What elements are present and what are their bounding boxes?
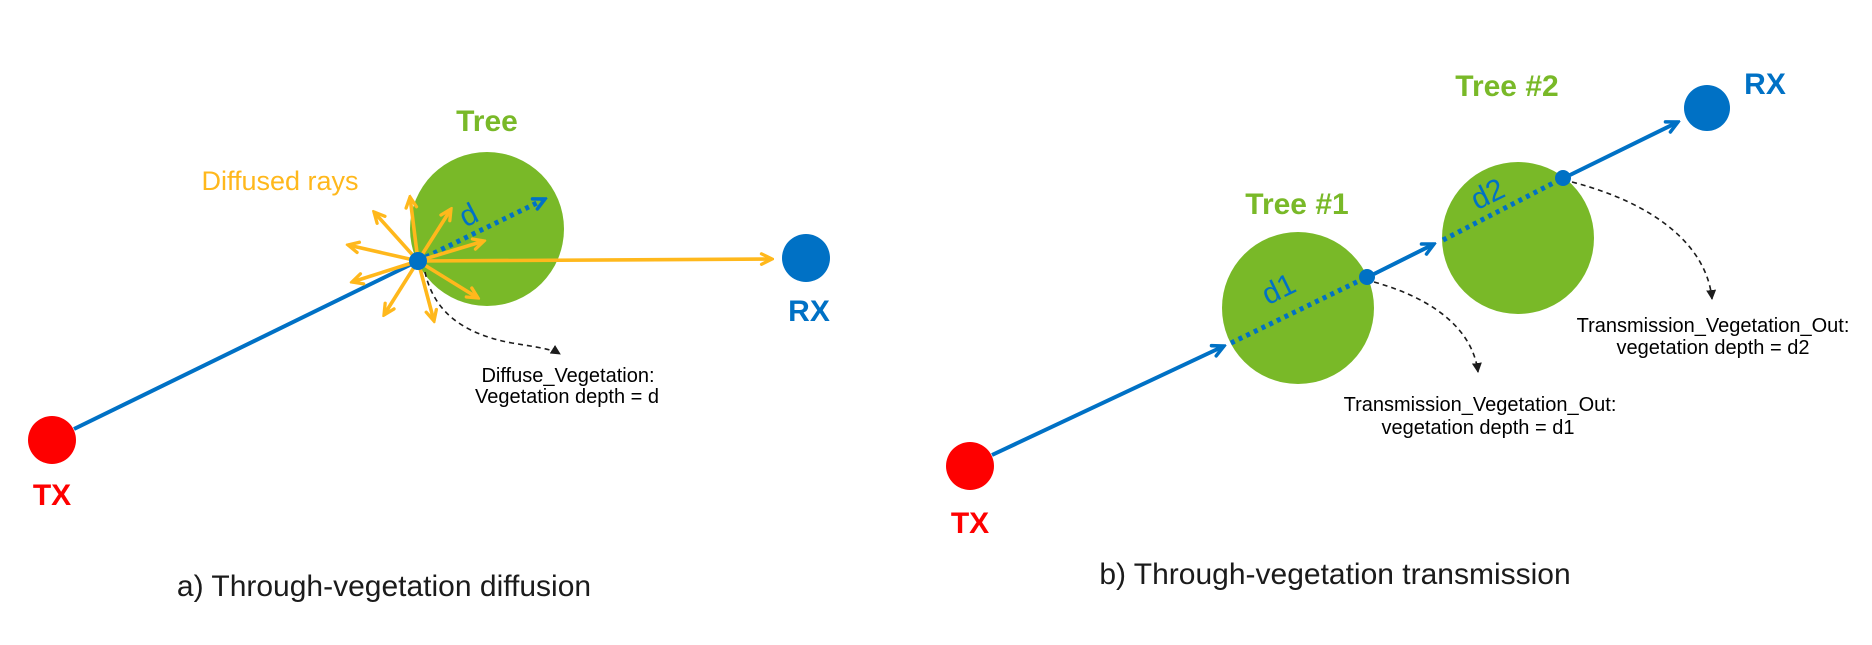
- diffused-ray: [348, 245, 419, 263]
- diffused-ray: [417, 241, 484, 263]
- panel-a-diffusion: d Diffuse_Vegetation: Vegetation depth =…: [28, 105, 830, 603]
- los-line-tx-to-tree: [73, 259, 419, 431]
- annotation-line2: Vegetation depth = d: [475, 386, 659, 408]
- tx-node: [28, 416, 76, 464]
- diffused-ray-to-rx: [417, 259, 772, 261]
- tx-label: TX: [951, 507, 989, 540]
- tx-node: [946, 442, 994, 490]
- diffused-ray: [374, 212, 420, 263]
- annotation1-line1: Transmission_Vegetation_Out:: [1344, 394, 1617, 416]
- annotation2-line2: vegetation depth = d2: [1617, 337, 1810, 359]
- tree-circle: [410, 152, 564, 306]
- panel-b-transmission: d1 d2 Transmission_Vegetation_Out: veget…: [946, 68, 1849, 591]
- diffused-ray: [384, 260, 420, 315]
- tree-label: Tree: [456, 105, 518, 138]
- tree1-label: Tree #1: [1245, 188, 1348, 221]
- annotation1-pointer-curve: [1373, 281, 1482, 373]
- diffused-rays-label: Diffused rays: [201, 166, 358, 196]
- diffused-ray: [416, 260, 434, 321]
- panel-b-caption: b) Through-vegetation transmission: [1099, 558, 1570, 591]
- diffused-ray: [410, 197, 420, 262]
- diffusion-point-dot: [409, 252, 427, 270]
- los-line-tree2-to-rx: [1569, 122, 1678, 177]
- tree2-circle: [1442, 162, 1594, 314]
- annotation-pointer-curve: [424, 271, 561, 355]
- tree2-label: Tree #2: [1455, 70, 1558, 103]
- annotation2-pointer-curve: [1571, 181, 1717, 300]
- diffused-ray: [416, 209, 451, 262]
- tree1-exit-dot: [1359, 269, 1375, 285]
- rx-label: RX: [788, 295, 830, 328]
- tx-label: TX: [33, 479, 71, 512]
- panel-a-caption: a) Through-vegetation diffusion: [177, 570, 591, 603]
- los-line-tree1-to-tree2: [1373, 242, 1434, 276]
- tree1-circle: [1222, 232, 1374, 384]
- annotation2-line1: Transmission_Vegetation_Out:: [1577, 315, 1850, 337]
- tree2-exit-dot: [1555, 170, 1571, 186]
- rx-label: RX: [1744, 68, 1786, 101]
- rx-node: [1684, 85, 1730, 131]
- annotation-line1: Diffuse_Vegetation:: [481, 365, 654, 387]
- diffused-ray: [417, 259, 478, 298]
- diffused-ray: [352, 259, 419, 282]
- annotation1-line2: vegetation depth = d1: [1382, 417, 1575, 439]
- vegetation-depth2-dotted: [1441, 175, 1565, 243]
- los-line-tx-to-tree1: [991, 346, 1224, 457]
- diffused-rays: [348, 197, 772, 321]
- rx-node: [782, 234, 830, 282]
